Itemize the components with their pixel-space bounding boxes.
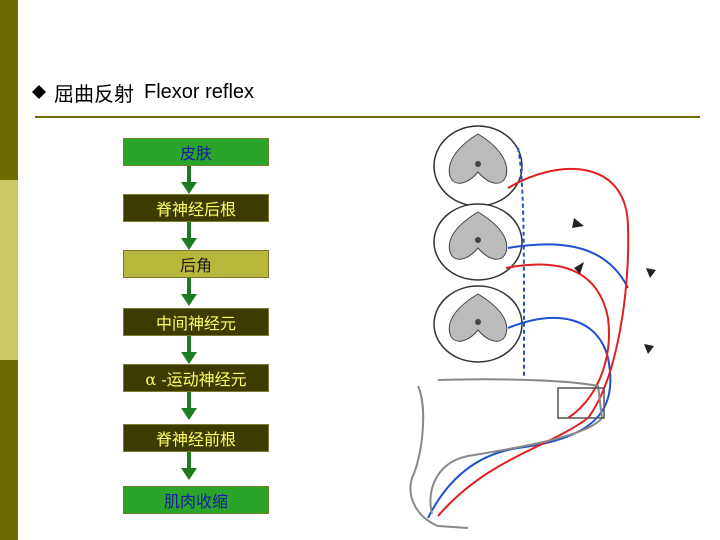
spinal-cord-section-icon	[433, 285, 523, 363]
spinal-cord-section-icon	[433, 203, 523, 281]
down-arrow-icon	[181, 336, 197, 364]
title-chinese: 屈曲反射	[54, 81, 134, 106]
flow-step-ventral-root: 脊神经前根	[123, 424, 269, 452]
down-arrow-icon	[181, 452, 197, 480]
flow-step-muscle-contraction: 肌肉收缩	[123, 486, 269, 514]
down-arrow-icon	[181, 278, 197, 306]
sidebar-seg-dark-top	[0, 0, 18, 180]
sidebar-decoration	[0, 0, 18, 540]
down-arrow-icon	[181, 166, 197, 194]
flow-step-dorsal-root: 脊神经后根	[123, 194, 269, 222]
leg-icon	[409, 378, 605, 529]
title-english: Flexor reflex	[144, 80, 255, 103]
title-divider	[35, 116, 700, 118]
down-arrow-icon	[181, 222, 197, 250]
reflex-arc-illustration	[409, 125, 656, 529]
flow-step-alpha-motor-neuron: α -运动神经元	[123, 364, 269, 392]
spinal-cord-section-icon	[433, 125, 523, 207]
flow-step-interneuron: 中间神经元	[123, 308, 269, 336]
sidebar-seg-dark-bottom	[0, 360, 18, 540]
diamond-bullet-icon	[32, 85, 46, 99]
flow-step-skin: 皮肤	[123, 138, 269, 166]
flow-step-dorsal-horn: 后角	[123, 250, 269, 278]
sidebar-seg-light-mid	[0, 180, 18, 360]
reflex-arrow-icon	[572, 218, 656, 354]
slide-title: 屈曲反射 Flexor reflex	[32, 78, 254, 106]
down-arrow-icon	[181, 392, 197, 420]
